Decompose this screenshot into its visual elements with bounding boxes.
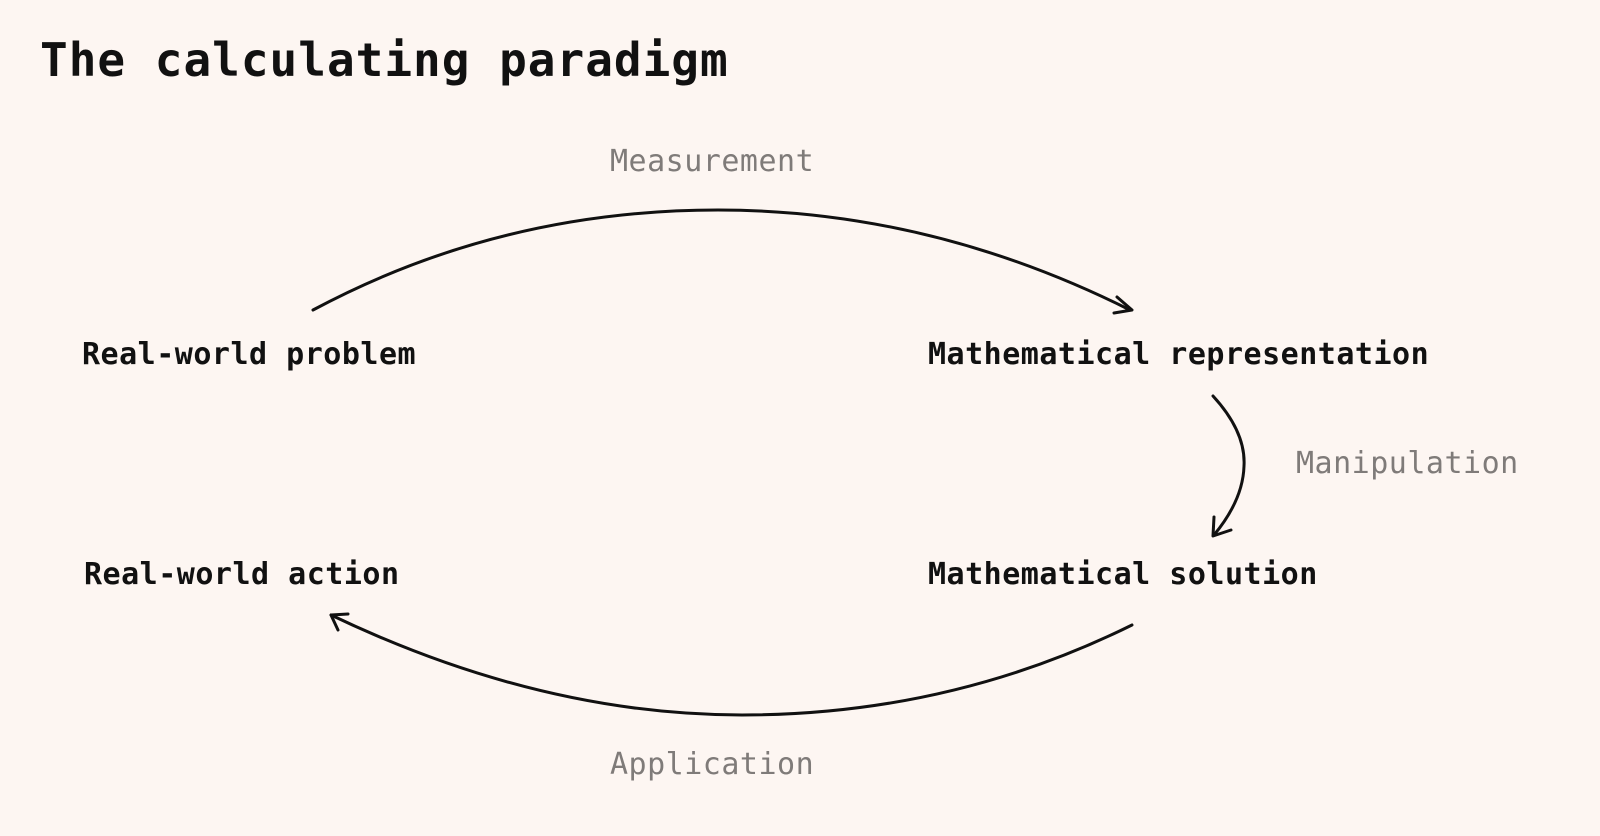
node-mathematical-solution: Mathematical solution <box>928 557 1318 592</box>
measurement-arrow <box>311 208 1132 312</box>
edge-label-manipulation: Manipulation <box>1296 446 1519 481</box>
node-mathematical-representation: Mathematical representation <box>928 337 1430 372</box>
manipulation-arrowhead <box>1211 515 1233 538</box>
measurement-arrowhead <box>1112 295 1134 315</box>
application-arrowhead <box>329 612 350 632</box>
manipulation-arrow <box>1211 394 1246 537</box>
node-real-world-problem: Real-world problem <box>82 337 417 372</box>
page-title: The calculating paradigm <box>40 33 729 87</box>
node-real-world-action: Real-world action <box>84 557 400 592</box>
edge-label-application: Application <box>610 747 815 782</box>
edge-label-measurement: Measurement <box>610 144 815 179</box>
application-arrow <box>329 613 1134 717</box>
